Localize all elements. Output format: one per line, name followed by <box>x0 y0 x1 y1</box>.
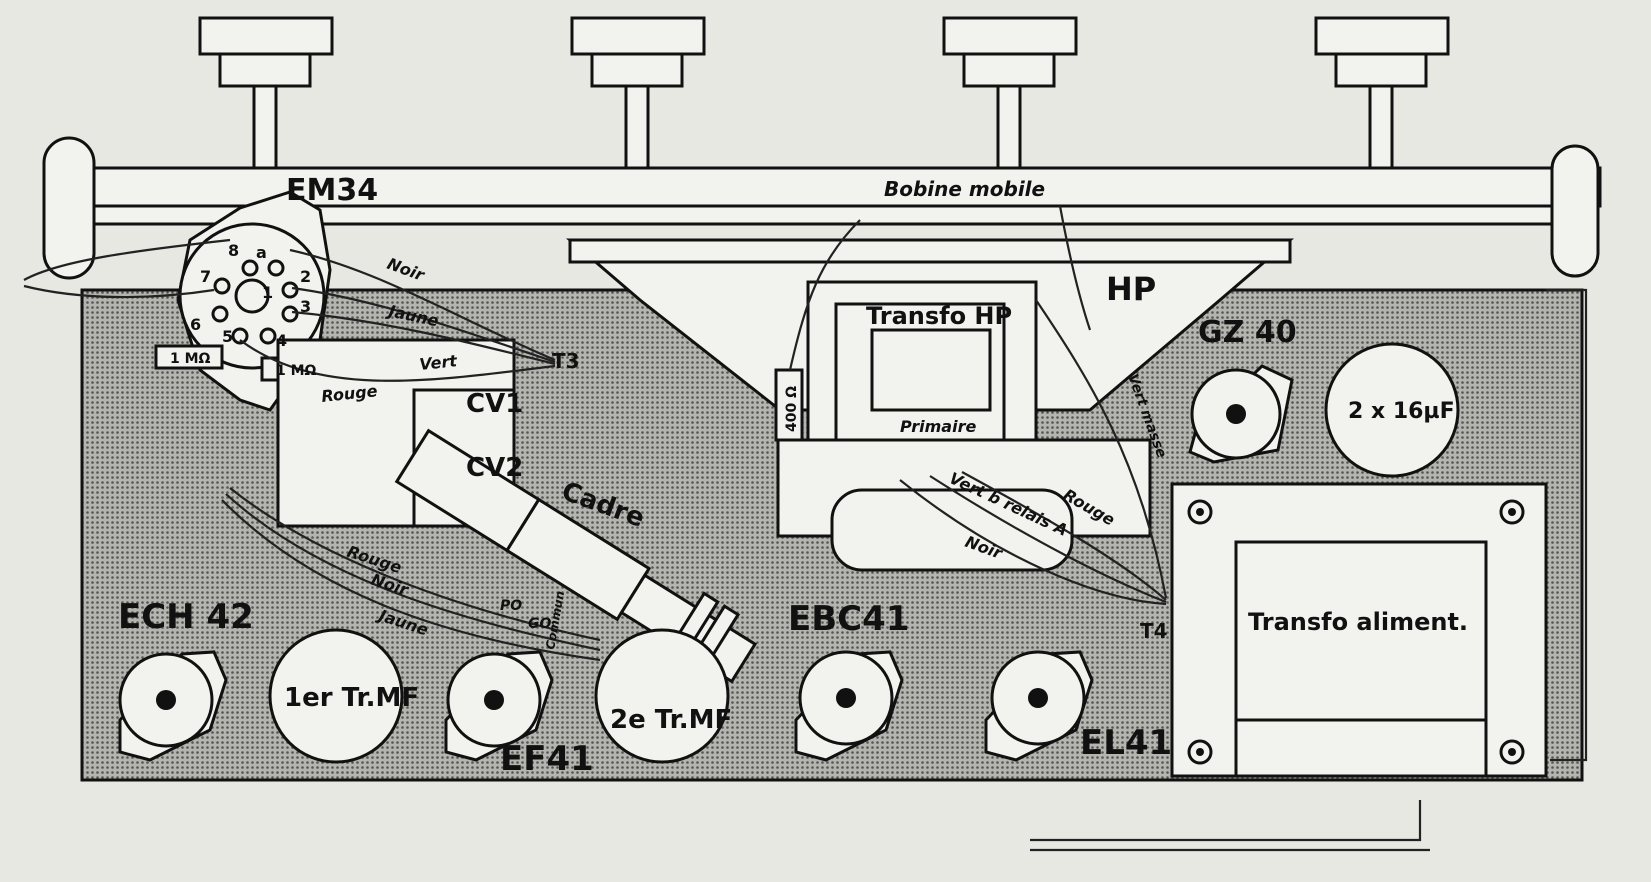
label-2x16uf: 2 x 16µF <box>1348 399 1455 424</box>
ferrite-cadre <box>394 428 758 684</box>
label-hp: HP <box>1106 270 1156 308</box>
resistor-400 <box>774 368 804 442</box>
pin-5: 5 <box>222 327 233 346</box>
tube-socket-icon <box>444 650 554 762</box>
label-t4: T4 <box>1140 619 1168 643</box>
wire-po: PO <box>500 598 522 614</box>
label-cv2: CV2 <box>466 453 523 483</box>
rail-end-left <box>42 136 96 280</box>
tr-mf1 <box>268 628 404 764</box>
knob-icon <box>942 16 1078 172</box>
resistor-1m-a <box>154 344 224 370</box>
label-el41: EL41 <box>1080 723 1172 763</box>
wire-vert-top: Vert <box>418 351 459 374</box>
label-gz40: GZ 40 <box>1198 315 1297 350</box>
tube-socket-icon <box>118 650 228 762</box>
screw-icon <box>1187 739 1213 765</box>
label-ef41: EF41 <box>500 739 594 779</box>
label-em34: EM34 <box>286 173 378 208</box>
screw-icon <box>1499 499 1525 525</box>
rail-end-right <box>1550 144 1600 278</box>
wiring <box>23 205 1588 852</box>
pin-8: 8 <box>228 241 239 260</box>
filter-capacitor <box>1324 342 1460 478</box>
pin-1: 1 <box>262 283 273 302</box>
screw-icon <box>1499 739 1525 765</box>
pin-7: 7 <box>200 267 211 286</box>
pin-4: 4 <box>276 331 287 350</box>
label-primaire: Primaire <box>900 417 976 436</box>
tube-socket-icon <box>984 650 1094 762</box>
wire-noir-top: Noir <box>385 254 428 285</box>
label-transfo-hp: Transfo HP <box>866 302 1012 330</box>
label-1m-a: 1 MΩ <box>170 351 211 367</box>
pin-2: 2 <box>300 267 311 286</box>
label-t3: T3 <box>552 349 580 373</box>
label-cv1: CV1 <box>466 389 523 419</box>
label-400-ohm: 400 Ω <box>784 386 800 432</box>
label-tr-mf1: 1er Tr.MF <box>284 683 419 713</box>
knob-icon <box>1314 16 1450 172</box>
wire-go: GO <box>528 616 551 632</box>
label-bobine-mobile: Bobine mobile <box>884 177 1045 201</box>
tr-mf2 <box>594 628 730 764</box>
knob-icon <box>570 16 706 172</box>
label-1m-b: 1 MΩ <box>276 363 317 379</box>
pin-6: 6 <box>190 315 201 334</box>
label-transfo-aliment: Transfo aliment. <box>1248 608 1468 636</box>
screw-icon <box>1187 499 1213 525</box>
pin-a: a <box>256 243 267 262</box>
tube-socket-icon <box>1188 364 1294 464</box>
knob-icon <box>198 16 334 172</box>
tube-socket-icon <box>794 650 904 762</box>
label-tr-mf2: 2e Tr.MF <box>610 705 732 735</box>
label-ech42: ECH 42 <box>118 597 254 637</box>
label-ebc41: EBC41 <box>788 599 909 639</box>
pin-3: 3 <box>300 297 311 316</box>
